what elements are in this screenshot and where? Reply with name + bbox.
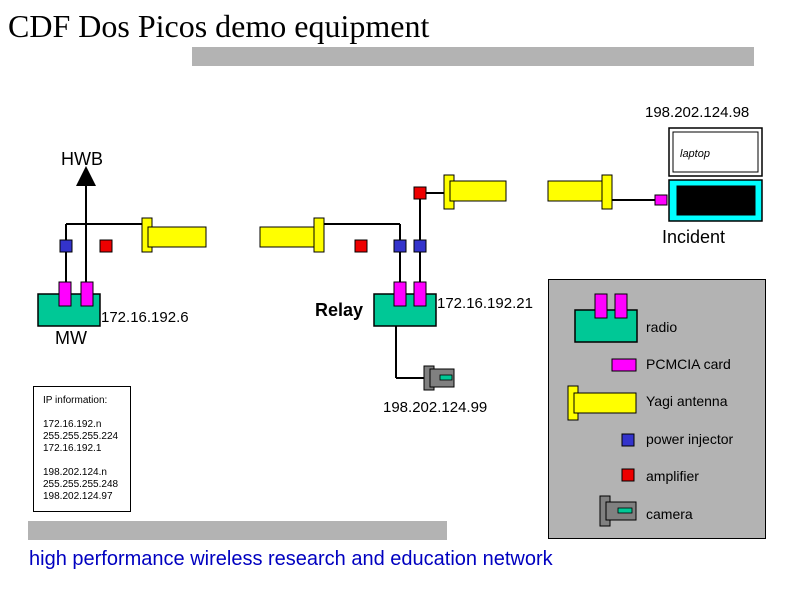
legend-label-pcmcia: PCMCIA card <box>646 356 731 372</box>
mw-yagi-antenna <box>141 217 207 253</box>
legend-label-power-injector: power injector <box>646 431 734 447</box>
ip-info-line: 255.255.255.224 <box>43 431 119 442</box>
relay-amplifier-up <box>413 186 427 200</box>
laptop-pcmcia-card <box>654 194 668 206</box>
relay-power-injector-1 <box>393 239 407 253</box>
relay-camera-wiring <box>395 326 428 379</box>
relay-label: Relay <box>315 300 364 320</box>
relay-radio <box>373 281 437 327</box>
legend-label-radio: radio <box>646 319 678 335</box>
bottom-bar <box>28 521 447 540</box>
mw-power-injector <box>59 239 73 253</box>
laptop-icon <box>668 127 763 222</box>
ip-info-line: 172.16.192.n <box>43 419 102 430</box>
relay-camera <box>423 365 455 391</box>
radio-icon <box>574 293 638 343</box>
relay-amplifier-left <box>354 239 368 253</box>
amplifier-icon <box>621 468 635 482</box>
relay-wiring-left <box>320 223 401 282</box>
mw-radio <box>37 281 101 327</box>
mw-amplifier <box>99 239 113 253</box>
relay-power-injector-2 <box>413 239 427 253</box>
camera-icon <box>599 495 637 527</box>
laptop-ip-label: 198.202.124.98 <box>645 104 750 121</box>
tagline: high performance wireless research and e… <box>29 548 553 570</box>
relay-yagi-antenna-left <box>259 217 325 253</box>
mw-ip-label: 172.16.192.6 <box>101 309 189 326</box>
legend-label-yagi: Yagi antenna <box>646 393 728 409</box>
page-title: CDF Dos Picos demo equipment <box>8 8 430 44</box>
incident-label: Incident <box>662 227 726 247</box>
legend-label-camera: camera <box>646 506 693 522</box>
relay-ip-label: 172.16.192.21 <box>437 295 533 312</box>
relay-yagi-antenna-up <box>443 174 507 210</box>
ip-info-line: 172.16.192.1 <box>43 443 102 454</box>
ip-info-line: 198.202.124.n <box>43 467 107 478</box>
mw-label: MW <box>55 328 87 348</box>
ip-info-line: 255.255.255.248 <box>43 479 119 490</box>
legend-label-amplifier: amplifier <box>646 468 699 484</box>
yagi-antenna-icon <box>567 385 637 421</box>
hwb-label: HWB <box>61 149 103 169</box>
camera-ip-label: 198.202.124.99 <box>383 399 488 416</box>
power-injector-icon <box>621 433 635 447</box>
ip-info-heading: IP information: <box>43 395 108 406</box>
ip-info-line: 198.202.124.97 <box>43 491 113 502</box>
laptop-label: laptop <box>680 148 710 160</box>
pcmcia-card-icon <box>611 358 637 372</box>
title-underline-bar <box>192 47 754 66</box>
laptop-yagi-antenna <box>547 174 613 210</box>
ip-information-box: IP information: 172.16.192.n 255.255.255… <box>33 386 131 512</box>
